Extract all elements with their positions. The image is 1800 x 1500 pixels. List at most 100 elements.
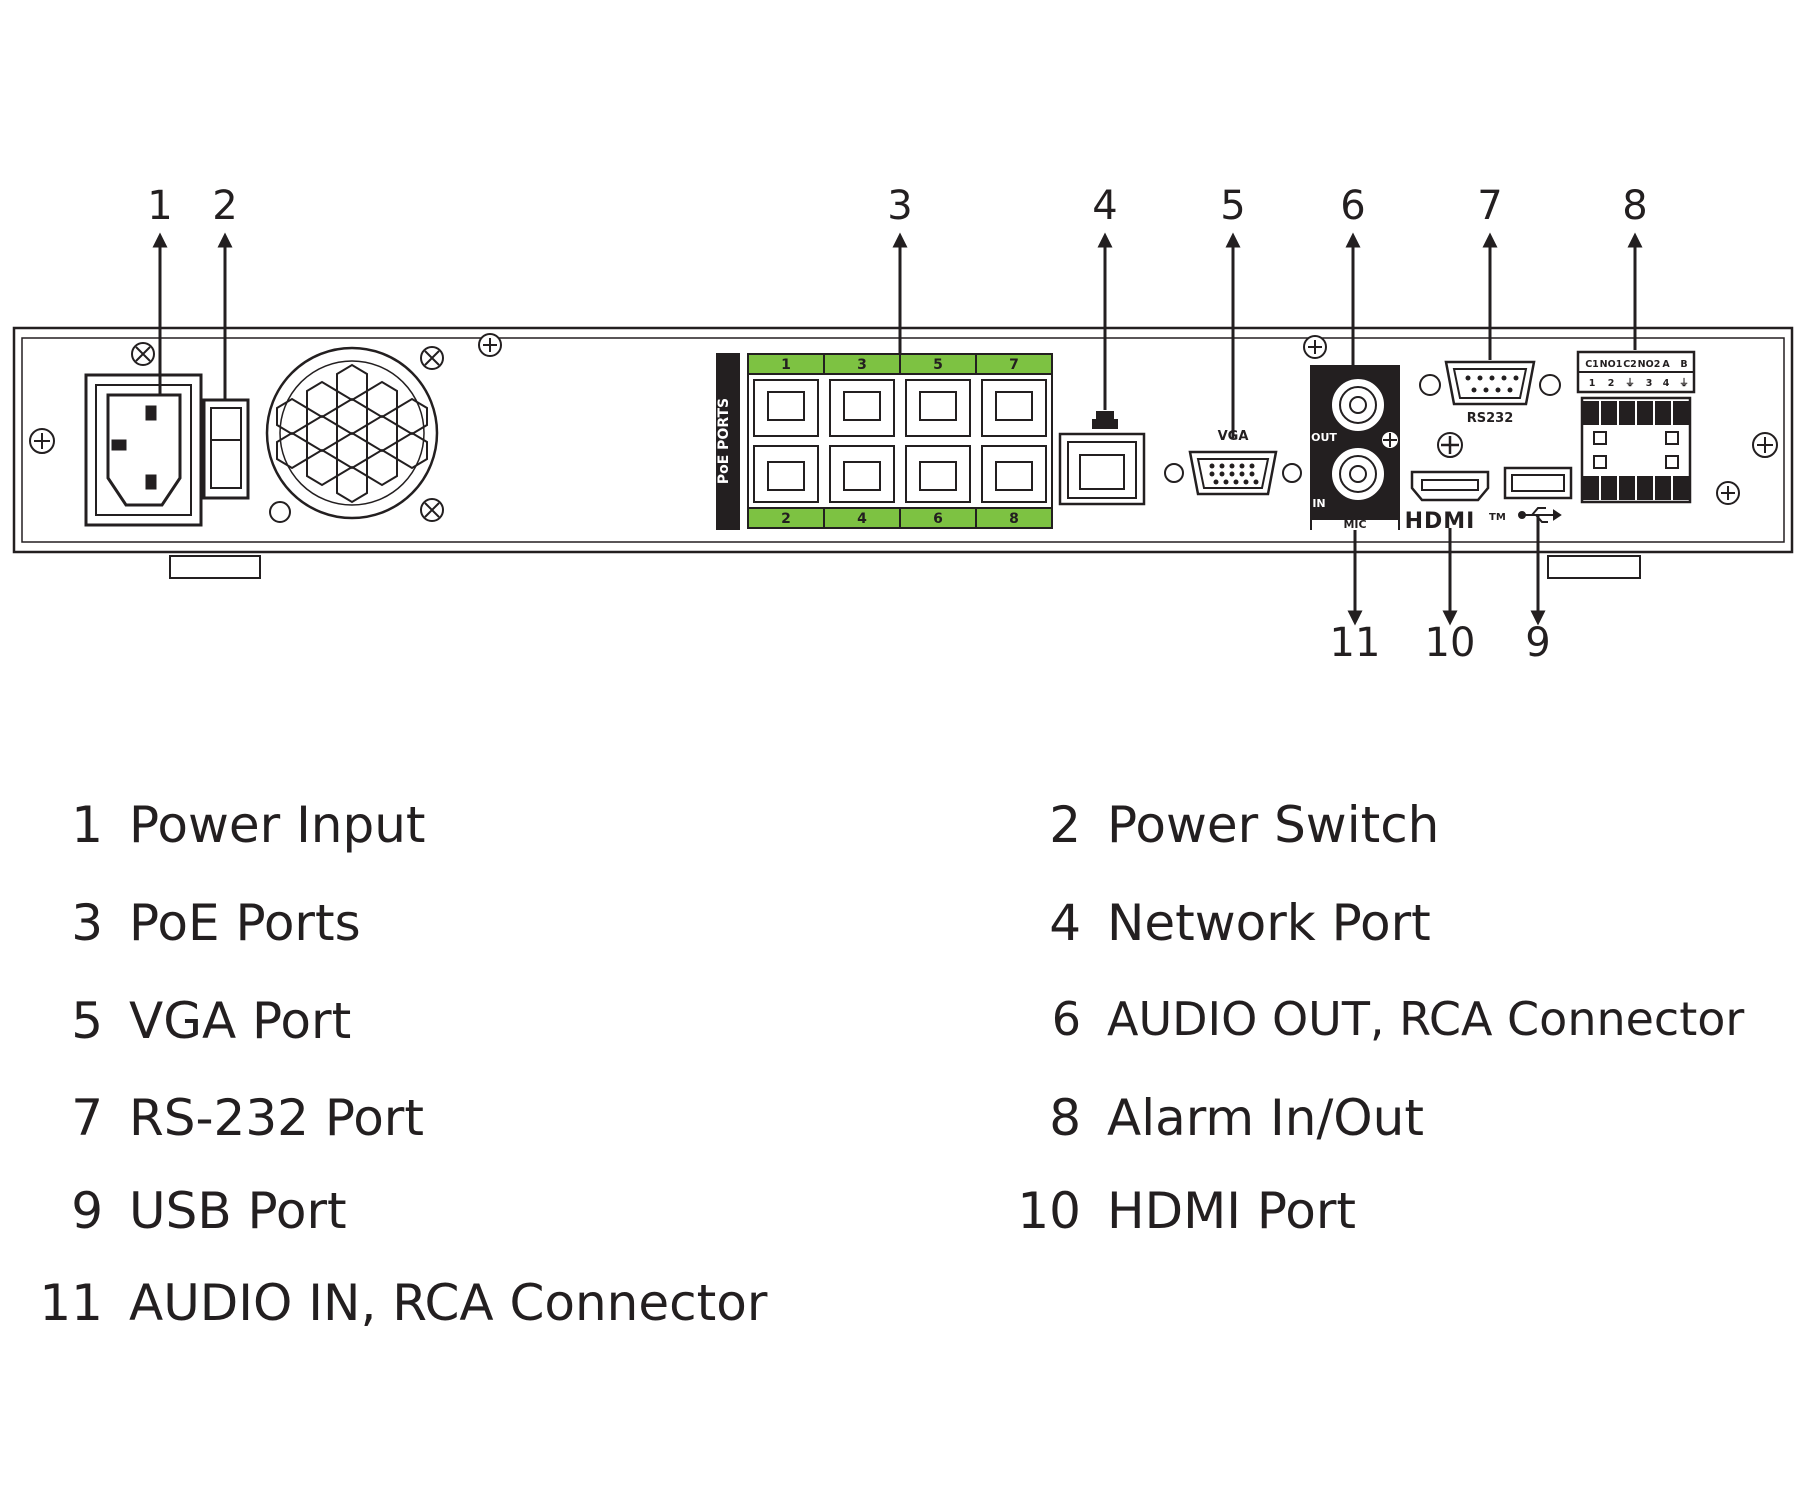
legend-number: 4 (1049, 894, 1081, 952)
fan-grille (265, 346, 439, 520)
legend-number: 5 (71, 992, 103, 1050)
network-port (1058, 411, 1146, 506)
poe-port-number: 2 (781, 511, 791, 527)
vga-label: VGA (1218, 429, 1249, 444)
alarm-label: ⏚ (1679, 378, 1689, 389)
callout-8: 8 (1622, 183, 1647, 229)
poe-port-number: 8 (1009, 511, 1019, 527)
legend-label: VGA Port (129, 992, 352, 1050)
callout-2: 2 (212, 183, 237, 229)
legend-item: 1 Power Input (55, 796, 426, 854)
callout-7: 7 (1477, 183, 1502, 229)
alarm-terminal: C1 NO1 C2 NO2 A B 1 2 ⏚ 3 4 ⏚ (1576, 350, 1696, 504)
network-icon (1092, 411, 1118, 429)
alarm-label: C1 (1585, 359, 1599, 370)
legend-label: Alarm In/Out (1107, 1089, 1424, 1147)
legend-label: HDMI Port (1107, 1182, 1356, 1240)
poe-port-number: 5 (933, 357, 943, 373)
leader-lines (152, 232, 1643, 626)
legend-number: 2 (1049, 796, 1081, 854)
screw-icon (478, 333, 502, 357)
rj45-port-icon (981, 445, 1047, 503)
legend-item: 6 AUDIO OUT, RCA Connector (1033, 992, 1745, 1046)
callout-1: 1 (147, 183, 172, 229)
legend-number: 7 (71, 1089, 103, 1147)
screw-icon (420, 498, 444, 522)
legend-label: Power Switch (1107, 796, 1440, 854)
alarm-label: 1 (1589, 378, 1596, 389)
screw-icon (269, 501, 291, 523)
poe-ports-block: PoE PORTS 1 3 5 7 2 4 6 8 (716, 353, 1053, 530)
screw-icon (420, 346, 444, 370)
chassis (12, 326, 1794, 579)
callout-3: 3 (887, 183, 912, 229)
screw-icon (131, 342, 155, 366)
legend-label: AUDIO OUT, RCA Connector (1107, 992, 1745, 1046)
legend-item: 3 PoE Ports (55, 894, 361, 952)
callout-6: 6 (1340, 183, 1365, 229)
alarm-label: C2 (1623, 359, 1637, 370)
callout-10: 10 (1425, 620, 1476, 666)
alarm-label: B (1680, 359, 1687, 370)
rj45-port-icon (829, 445, 895, 503)
legend-number: 1 (71, 796, 103, 854)
screw-icon (1716, 481, 1740, 505)
rj45-port-icon (905, 379, 971, 437)
legend-label: PoE Ports (129, 894, 361, 952)
rj45-port-icon (829, 379, 895, 437)
rear-panel-diagram: 1 2 3 4 5 6 7 8 9 10 11 (12, 183, 1794, 666)
audio-block: MIC OUT IN (1310, 365, 1400, 531)
poe-port-number: 6 (933, 511, 943, 527)
callout-numbers: 1 2 3 4 5 6 7 8 9 10 11 (147, 183, 1647, 666)
alarm-label: 4 (1663, 378, 1670, 389)
callout-9: 9 (1525, 620, 1550, 666)
screw-icon (29, 428, 55, 454)
foot-right (1547, 555, 1641, 579)
callout-4: 4 (1092, 183, 1117, 229)
screw-icon (1303, 335, 1327, 359)
audio-in-label: IN (1312, 497, 1325, 510)
alarm-label: ⏚ (1625, 378, 1635, 389)
legend-label: USB Port (129, 1182, 347, 1240)
legend-number: 6 (1051, 992, 1081, 1046)
audio-out-label: OUT (1311, 431, 1337, 444)
rj45-port-icon (905, 445, 971, 503)
legend-number: 3 (71, 894, 103, 952)
legend-number: 10 (1017, 1182, 1081, 1240)
legend-label: RS-232 Port (129, 1089, 424, 1147)
poe-port-number: 4 (857, 511, 867, 527)
alarm-label: 3 (1646, 378, 1653, 389)
hdmi-logo: HDMI (1405, 509, 1476, 534)
callout-11: 11 (1330, 620, 1381, 666)
power-input-socket (84, 373, 203, 527)
legend-number: 11 (39, 1274, 103, 1332)
rs232-label: RS232 (1467, 411, 1514, 426)
usb-port (1503, 466, 1573, 523)
alarm-label: 2 (1608, 378, 1615, 389)
vga-port: VGA (1164, 429, 1302, 496)
legend-item: 9 USB Port (55, 1182, 347, 1240)
rj45-port-icon (753, 379, 819, 437)
rj45-port-icon (753, 445, 819, 503)
foot-left (169, 555, 261, 579)
usb-icon (1518, 507, 1562, 523)
rj45-port-icon (981, 379, 1047, 437)
screws (29, 333, 1778, 523)
alarm-label: NO1 (1600, 359, 1623, 370)
mic-label: MIC (1343, 518, 1366, 531)
poe-ports-label: PoE PORTS (716, 398, 732, 484)
legend-number: 9 (71, 1182, 103, 1240)
legend-label: Power Input (129, 796, 426, 854)
rs232-port: RS232 (1419, 360, 1561, 426)
legend-label: Network Port (1107, 894, 1431, 952)
alarm-label: NO2 (1638, 359, 1661, 370)
power-switch (202, 398, 250, 500)
hdmi-port: HDMI TM (1405, 432, 1506, 534)
